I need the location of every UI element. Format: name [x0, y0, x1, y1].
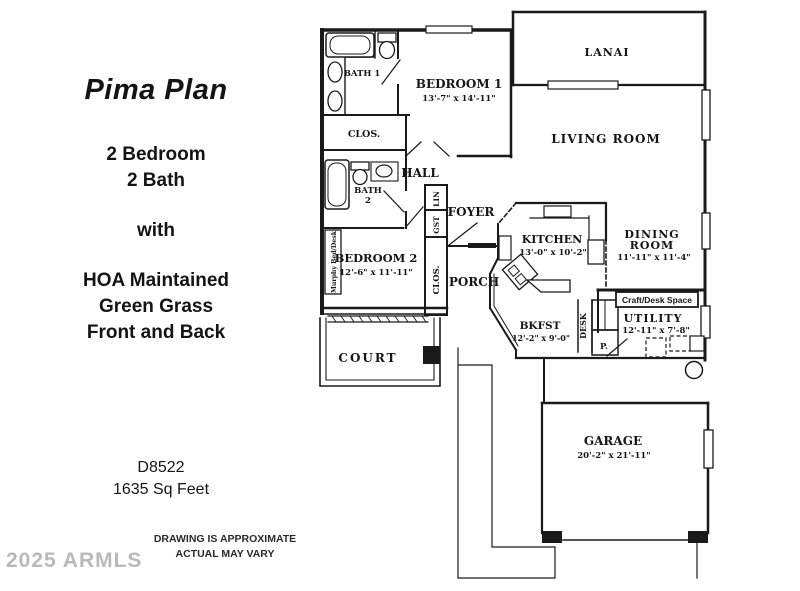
fridge-icon — [587, 239, 605, 265]
label-dining-1: DINING — [624, 228, 679, 241]
dryer-icon — [669, 335, 691, 352]
lanai-slider-door — [547, 80, 619, 90]
kitchen-sink-icon — [543, 205, 572, 218]
utility-back-door — [700, 305, 711, 339]
living-window — [701, 89, 711, 141]
peninsula-counter — [525, 279, 571, 293]
label-hall: HALL — [401, 166, 439, 180]
with-text: with — [137, 220, 175, 241]
label-craft-desk: Craft/Desk Space — [622, 295, 692, 305]
bedroom-count: 2 Bedroom — [106, 144, 206, 165]
closet-strip — [424, 184, 448, 316]
label-closet-vert: CLOS. — [432, 265, 442, 294]
toilet-tank-icon — [377, 32, 397, 43]
label-bath1: BATH 1 — [344, 69, 381, 79]
utility-counter — [689, 335, 705, 352]
label-court: COURT — [338, 351, 397, 365]
label-garage: GARAGE — [584, 434, 642, 448]
label-gst: GST — [432, 216, 441, 234]
label-kitchen: KITCHEN — [522, 233, 582, 246]
label-bkfst: BKFST — [520, 320, 561, 332]
disclaimer-line-2: ACTUAL MAY VARY — [175, 548, 275, 560]
label-bath2: BATH — [354, 186, 382, 196]
label-pantry: P. — [600, 342, 608, 352]
water-heater-icon — [684, 360, 704, 380]
sink-icon — [327, 90, 343, 112]
washer-icon — [645, 337, 667, 358]
label-dining-2: ROOM — [630, 239, 674, 252]
label-living: LIVING ROOM — [551, 132, 661, 146]
murphy-bed-strip — [324, 229, 342, 295]
label-foyer: FOYER — [448, 205, 496, 219]
utility-fixtures — [645, 335, 705, 380]
garage-walls — [540, 401, 710, 541]
square-feet: 1635 Sq Feet — [112, 481, 210, 498]
garage-door-posts — [542, 531, 708, 543]
feature-line-3: Front and Back — [86, 322, 226, 343]
feature-line-2: Green Grass — [98, 296, 214, 317]
label-bath2-2: 2 — [365, 196, 371, 206]
label-garage-dims: 20'-2" x 21'-11" — [577, 451, 651, 461]
bath2-fixtures — [324, 159, 399, 210]
plan-title: Pima Plan — [84, 74, 228, 106]
disclaimer-line-1: DRAWING IS APPROXIMATE — [153, 533, 297, 545]
label-utility-dims: 12'-11" x 7'-8" — [622, 326, 690, 336]
label-lin: LIN — [432, 191, 441, 207]
label-utility: UTILITY — [624, 312, 683, 325]
bathtub-basin — [329, 35, 371, 55]
windows — [425, 25, 714, 469]
craft-desk-box — [615, 291, 699, 308]
sink-icon — [327, 61, 343, 83]
entry-pillar — [423, 346, 440, 364]
front-door-slab — [468, 243, 496, 248]
label-bedroom1-dims: 13'-7" x 14'-11" — [422, 94, 496, 104]
label-desk: DESK — [578, 312, 588, 339]
label-closet-hall: CLOS. — [348, 129, 380, 140]
toilet-icon — [378, 40, 396, 60]
disclaimer: DRAWING IS APPROXIMATE ACTUAL MAY VARY — [125, 532, 325, 562]
label-kitchen-dims: 13'-0" x 10'-2" — [519, 248, 587, 258]
kitchen-bay-walls — [488, 201, 608, 352]
feature-line-1: HOA Maintained — [82, 270, 230, 291]
model-number: D8522 — [137, 459, 185, 476]
toilet-tank-icon — [350, 161, 370, 171]
label-bedroom2: BEDROOM 2 — [335, 251, 418, 265]
label-bedroom1: BEDROOM 1 — [416, 77, 502, 91]
sink-icon — [375, 164, 393, 178]
walkway-lines — [457, 347, 698, 579]
side-counter — [498, 235, 512, 261]
label-bkfst-dims: 12'-2" x 9'-0" — [512, 333, 570, 343]
bath-count: 2 Bath — [126, 170, 186, 191]
exterior-walls — [320, 10, 707, 362]
bathtub-basin — [327, 162, 347, 207]
kitchen-fixtures — [498, 205, 605, 293]
door-swings — [381, 59, 628, 357]
toilet-icon — [352, 168, 368, 186]
bedroom1-window — [425, 25, 473, 34]
desk-pantry — [577, 299, 619, 356]
label-dining-dims: 11'-11" x 11'-4" — [617, 253, 691, 263]
label-porch: PORCH — [449, 275, 499, 289]
label-lanai: LANAI — [584, 46, 629, 59]
kitchen-counter — [529, 215, 590, 241]
label-bedroom2-dims: 12'-6" x 11'-11" — [339, 268, 413, 278]
garage-side-door — [703, 429, 714, 469]
label-murphy: Murphy Bed/Desk — [331, 230, 338, 293]
dining-window — [701, 212, 711, 250]
armls-watermark: 2025 ARMLS — [6, 549, 143, 572]
bath1-fixtures — [325, 32, 397, 112]
